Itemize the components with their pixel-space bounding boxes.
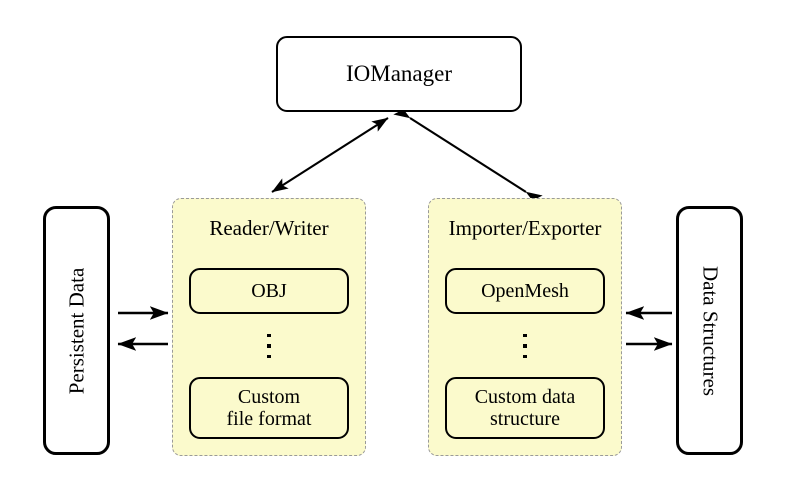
item-custom-data-structure-line1: Custom data — [474, 385, 576, 408]
node-persistent-data-label: Persistent Data — [64, 267, 88, 394]
item-custom-data-structure[interactable]: Custom data structure — [445, 377, 605, 439]
item-obj[interactable]: OBJ — [189, 268, 349, 314]
item-custom-data-structure-label: Custom data structure — [475, 386, 576, 431]
vertical-dots-icon — [429, 324, 621, 368]
group-importer-exporter[interactable]: Importer/Exporter OpenMesh Custom data s… — [428, 198, 622, 456]
item-custom-file-format[interactable]: Custom file format — [189, 377, 349, 439]
item-custom-file-format-line2: file format — [226, 408, 312, 430]
node-data-structures-label: Data Structures — [698, 265, 722, 396]
connector-manager-readerwriter — [271, 117, 389, 193]
item-custom-data-structure-line2: structure — [490, 408, 560, 430]
node-iomanager[interactable]: IOManager — [276, 36, 522, 112]
group-reader-writer[interactable]: Reader/Writer OBJ Custom file format — [172, 198, 366, 456]
connector-manager-importerexporter — [393, 104, 543, 206]
item-custom-file-format-label: Custom file format — [227, 386, 312, 431]
node-data-structures[interactable]: Data Structures — [676, 206, 743, 455]
item-custom-file-format-line1: Custom — [237, 385, 301, 408]
item-obj-label: OBJ — [251, 279, 287, 302]
item-openmesh-label: OpenMesh — [481, 279, 569, 302]
item-openmesh[interactable]: OpenMesh — [445, 268, 605, 314]
group-importer-exporter-title: Importer/Exporter — [448, 216, 602, 240]
vertical-dots-icon — [173, 324, 365, 368]
group-reader-writer-title: Reader/Writer — [209, 216, 329, 240]
node-persistent-data[interactable]: Persistent Data — [43, 206, 110, 455]
node-iomanager-label: IOManager — [345, 61, 452, 86]
